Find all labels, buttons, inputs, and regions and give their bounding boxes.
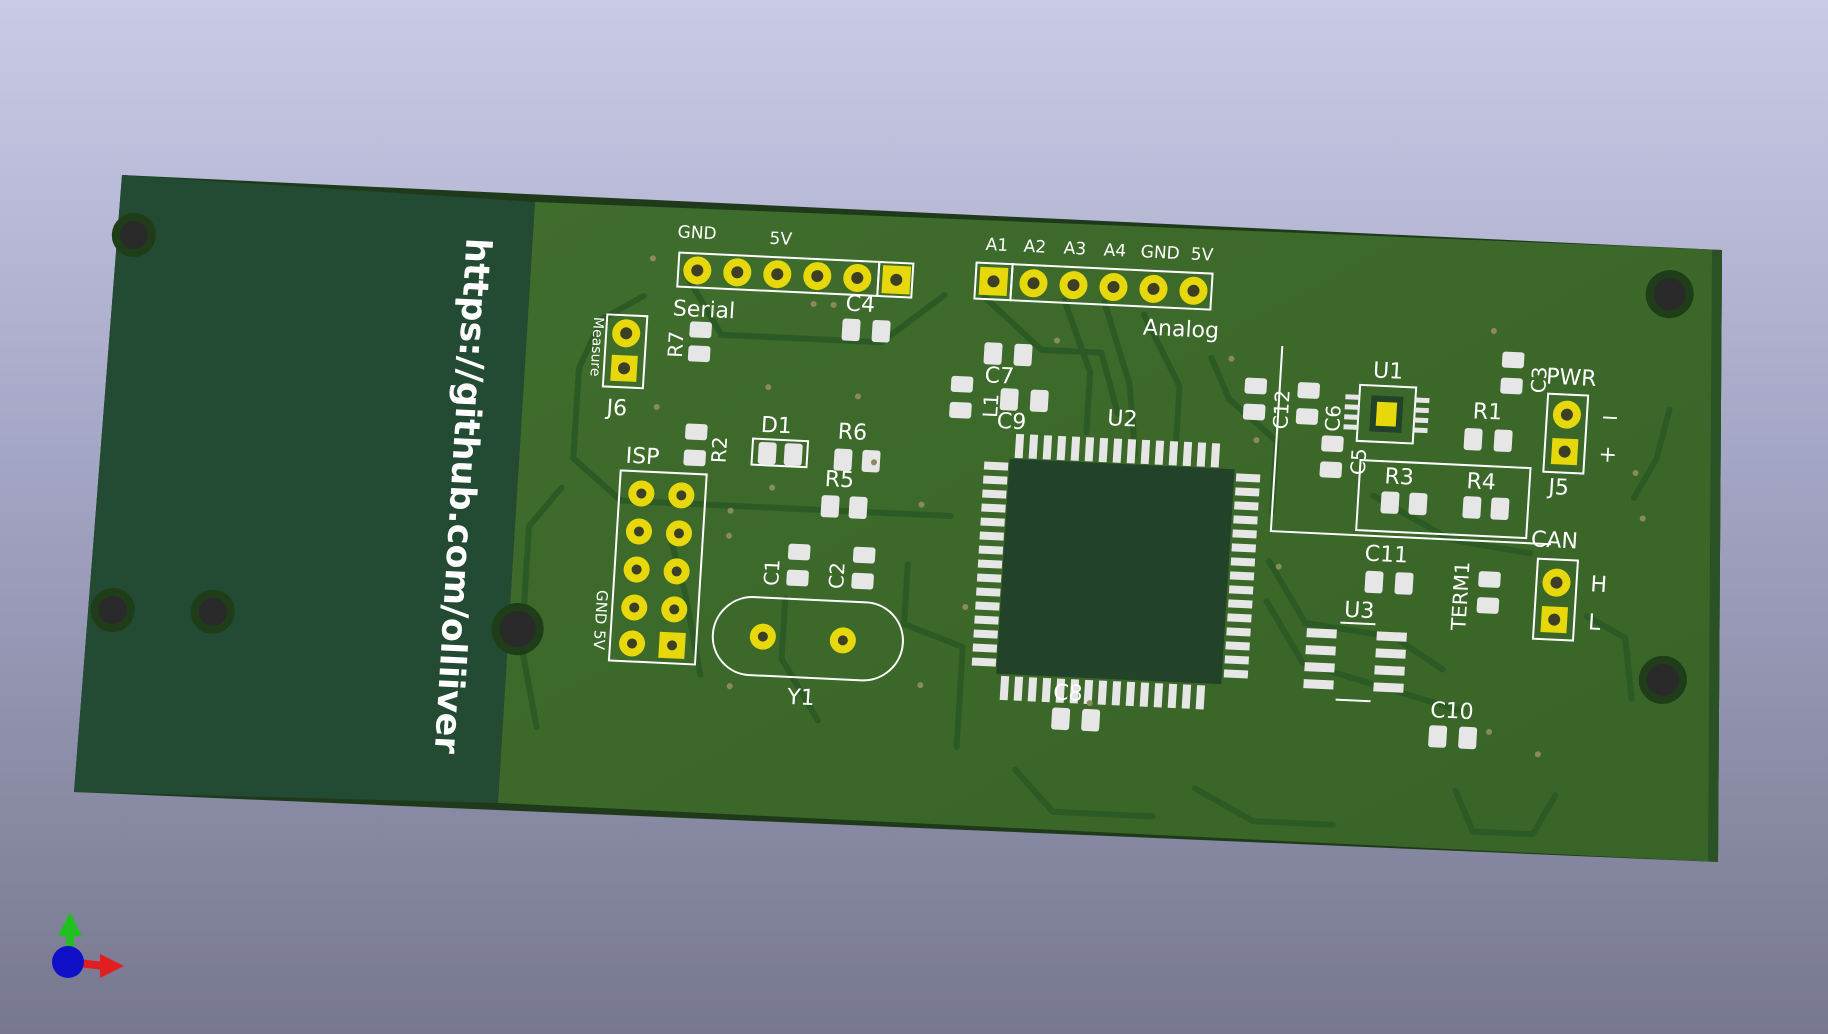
serial-gnd-label: GND: [677, 222, 717, 244]
r7: R7: [663, 321, 712, 363]
analog-5v-label: 5V: [1190, 245, 1214, 266]
svg-text:C1: C1: [759, 559, 785, 587]
isp-label: ISP: [625, 444, 660, 471]
svg-text:C2: C2: [824, 562, 850, 590]
svg-text:U2: U2: [1107, 406, 1139, 432]
svg-text:U1: U1: [1372, 358, 1404, 384]
svg-text:R7: R7: [663, 330, 689, 358]
svg-text:C10: C10: [1429, 698, 1474, 725]
c12: C12: [1242, 377, 1295, 430]
can-section-outline: [1269, 346, 1551, 546]
svg-text:C7: C7: [984, 363, 1015, 389]
c9: C9: [996, 388, 1049, 435]
isp-gnd-label: GND: [591, 590, 611, 625]
term1: TERM1: [1446, 561, 1501, 632]
svg-text:C11: C11: [1364, 542, 1409, 569]
analog-gnd-label: GND: [1140, 242, 1180, 264]
svg-text:R2: R2: [706, 436, 732, 464]
r3-r4-group: R3 R4: [1355, 459, 1532, 540]
l1: L1: [949, 375, 1004, 419]
u1: U1: [1343, 358, 1430, 445]
mounting-hole: [111, 212, 156, 257]
c3: C3: [1500, 351, 1552, 395]
measure-label: Measure: [586, 317, 606, 377]
c7: C7: [983, 342, 1033, 390]
analog-a2-label: A2: [1023, 237, 1047, 258]
d1: D1: [750, 413, 810, 469]
analog-a4-label: A4: [1103, 240, 1127, 261]
svg-text:R1: R1: [1472, 399, 1503, 425]
board-left-area: [74, 175, 535, 803]
can-label: CAN: [1530, 527, 1578, 554]
c5: C5: [1319, 435, 1372, 479]
isp-5v-label: 5V: [590, 630, 609, 651]
can-l-label: L: [1587, 610, 1602, 636]
svg-text:C3: C3: [1526, 366, 1552, 394]
mounting-hole: [1638, 655, 1687, 704]
svg-text:R6: R6: [837, 420, 868, 446]
analog-header: A1 A2 A3 A4 GND 5V Analog: [973, 235, 1220, 345]
r6: R6: [833, 420, 881, 473]
pwr-label: PWR: [1545, 365, 1597, 392]
analog-a3-label: A3: [1063, 239, 1087, 260]
serial-header: GND 5V Serial: [672, 222, 915, 324]
can-h-label: H: [1590, 572, 1608, 598]
svg-text:Y1: Y1: [785, 685, 815, 711]
j6-label: J6: [604, 396, 628, 422]
c11: C11: [1364, 542, 1414, 595]
svg-text:C6: C6: [1320, 404, 1346, 432]
r5: R5: [820, 467, 868, 519]
u2-pins: [971, 433, 1261, 710]
svg-text:U3: U3: [1343, 598, 1375, 624]
c1: C1: [759, 543, 811, 587]
pwr-minus-label: −: [1600, 405, 1620, 431]
xyz-axis-icon: [52, 912, 124, 978]
analog-a1-label: A1: [985, 235, 1009, 256]
svg-text:C9: C9: [996, 409, 1027, 435]
c8: C8: [1051, 680, 1101, 732]
svg-text:C8: C8: [1052, 680, 1083, 706]
u2-microcontroller: U2: [971, 406, 1261, 710]
analog-label: Analog: [1142, 316, 1220, 345]
svg-text:TERM1: TERM1: [1446, 561, 1474, 632]
mounting-holes: [90, 212, 1694, 704]
mounting-hole: [491, 603, 544, 656]
r2: R2: [683, 423, 732, 467]
svg-text:L1: L1: [978, 393, 1003, 418]
power-connector: PWR − + J5: [1542, 365, 1620, 501]
svg-text:C12: C12: [1268, 389, 1294, 430]
c2: C2: [824, 546, 876, 590]
c6: C6: [1295, 382, 1346, 432]
svg-text:C4: C4: [845, 292, 876, 318]
c10: C10: [1428, 698, 1478, 750]
mounting-hole: [90, 588, 135, 633]
j5-label: J5: [1546, 475, 1570, 501]
serial-label: Serial: [672, 296, 736, 324]
svg-text:R3: R3: [1384, 464, 1415, 490]
svg-text:C5: C5: [1346, 448, 1372, 476]
serial-pins: [683, 256, 912, 295]
can-connector: CAN H L: [1530, 527, 1608, 642]
serial-5v-label: 5V: [769, 229, 793, 250]
y1-crystal: Y1: [711, 596, 904, 711]
r1: R1: [1463, 399, 1513, 453]
measure-connector: Measure J6: [586, 313, 649, 422]
pwr-plus-label: +: [1598, 442, 1618, 468]
svg-text:R4: R4: [1466, 469, 1497, 495]
mounting-hole: [190, 589, 235, 634]
svg-text:R5: R5: [824, 467, 855, 493]
mounting-hole: [1645, 270, 1694, 319]
isp-header: ISP GND 5V: [590, 444, 708, 666]
svg-text:D1: D1: [760, 413, 792, 439]
c4: C4: [841, 292, 891, 343]
u3: U3: [1303, 598, 1407, 703]
vias: [649, 255, 1646, 758]
